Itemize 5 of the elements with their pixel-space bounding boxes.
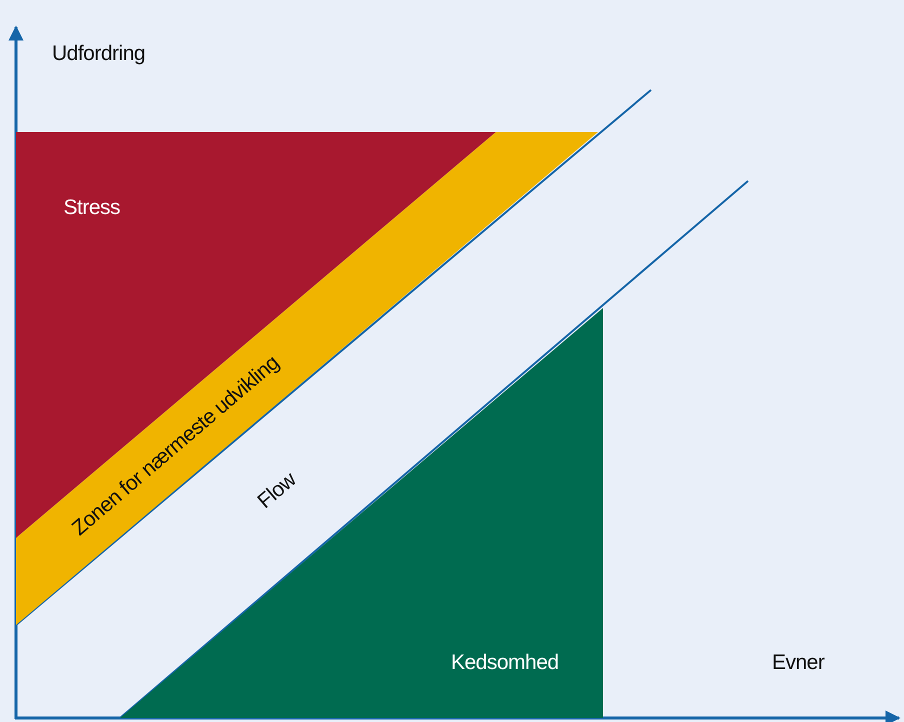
axis-label: Udfordring [52, 42, 146, 66]
region-label: Kedsomhed [451, 651, 559, 675]
axis-label: Evner [772, 651, 824, 675]
region-label: Flow [253, 468, 302, 514]
region-label: Stress [64, 196, 120, 220]
